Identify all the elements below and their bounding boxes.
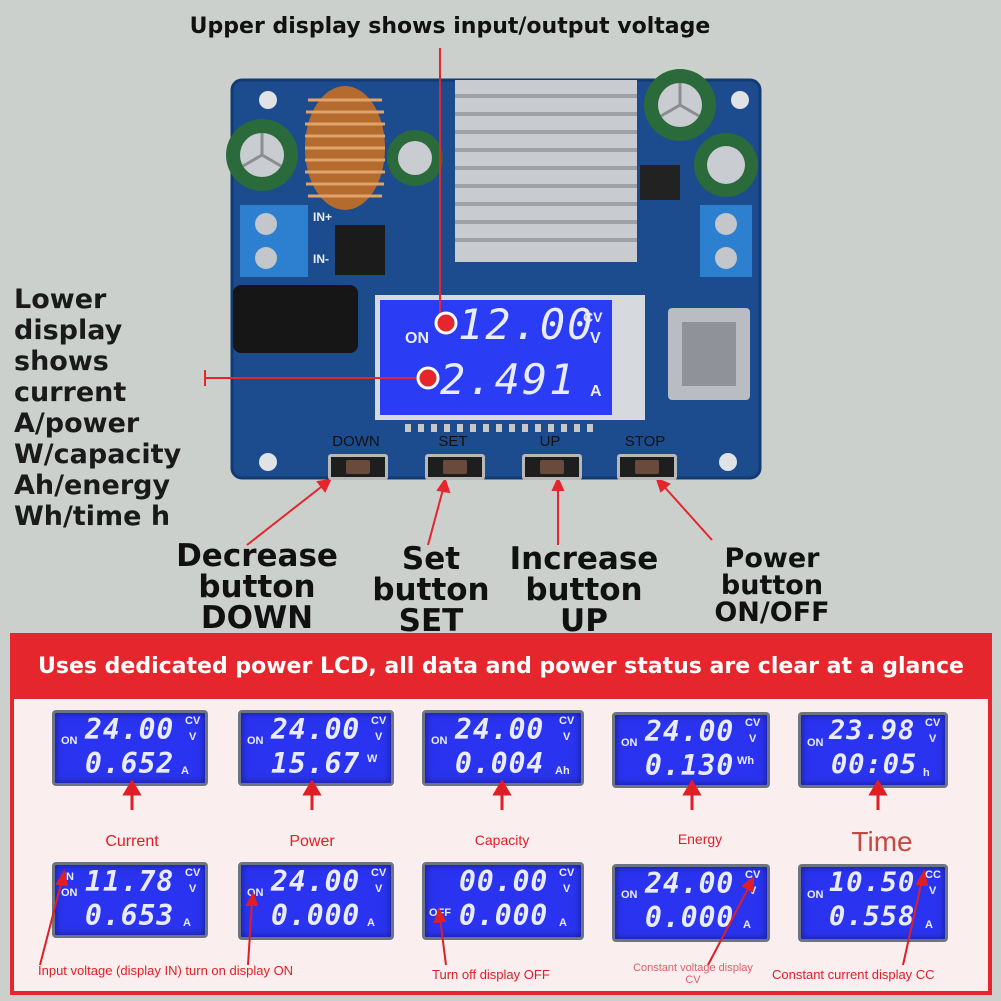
stop-button[interactable] — [617, 454, 677, 480]
set-label: Set button SET — [372, 541, 490, 639]
main-lcd-upper-value: 12.00 — [458, 300, 595, 349]
row2-arrows — [39, 869, 929, 966]
capacitor — [694, 133, 758, 197]
row1-arrows — [122, 780, 888, 810]
caption-power: Power — [289, 833, 335, 850]
board-illustration — [204, 48, 762, 546]
down-caption: DOWN — [332, 433, 380, 450]
caption-cc: Constant current display CC — [772, 967, 935, 982]
lcd-cv-display: ON 24.00 CV V 0.000 A — [612, 864, 770, 942]
capacitor — [644, 69, 716, 141]
lcd-energy: ON 24.00 CV V 0.130 Wh — [612, 712, 770, 788]
terminal-in-plus: IN+ — [313, 210, 333, 224]
mount-hole — [719, 453, 737, 471]
down-button[interactable] — [328, 454, 388, 480]
lower-display-label: Lower display shows current A/power W/ca… — [14, 284, 182, 532]
mount-hole — [259, 91, 277, 109]
lcd-time: ON 23.98 CV V 00:05 h — [798, 712, 948, 788]
increase-label: Increase button UP — [509, 541, 659, 639]
main-lcd-on: ON — [405, 330, 429, 347]
lcd-on-display: ON 24.00 CV V 0.000 A — [238, 862, 394, 940]
top-title: Upper display shows input/output voltage — [189, 14, 711, 39]
heatsink — [455, 80, 637, 262]
regulator-ic — [335, 225, 385, 275]
caption-capacity: Capacity — [474, 832, 530, 848]
up-button[interactable] — [522, 454, 582, 480]
caption-off: Turn off display OFF — [432, 967, 550, 982]
power-label: Power button ON/OFF — [714, 543, 830, 628]
main-lcd — [380, 300, 612, 415]
mosfet — [640, 165, 680, 200]
capacitor — [226, 119, 298, 191]
main-lcd-lower-value: 2.491 — [440, 355, 577, 404]
caption-current: Current — [105, 833, 159, 850]
caption-energy: Energy — [677, 831, 723, 847]
caption-cv: Constant voltage display CV — [633, 962, 753, 986]
mount-hole — [731, 91, 749, 109]
lcd-input-voltage: IN ON 11.78 CV V 0.653 A — [52, 862, 208, 938]
main-lcd-cv: CV — [583, 309, 603, 325]
lcd-cc-display: ON 10.50 CC V 0.558 A — [798, 864, 948, 942]
lcd-power: ON 24.00 CV V 15.67 W — [238, 710, 394, 786]
stop-caption: STOP — [624, 433, 666, 450]
set-caption: SET — [438, 433, 468, 450]
set-button[interactable] — [425, 454, 485, 480]
decrease-label: Decrease button DOWN — [176, 538, 338, 636]
capacitor — [387, 130, 443, 186]
dc-jack — [233, 285, 358, 353]
lcd-off-display: OFF 00.00 CV V 0.000 A — [422, 862, 584, 940]
mount-hole — [259, 453, 277, 471]
main-lcd-a: A — [590, 383, 602, 400]
lcd-current: ON 24.00 CV V 0.652 A — [52, 710, 208, 786]
banner-text: Uses dedicated power LCD, all data and p… — [38, 654, 964, 679]
pointer-dot-upper — [434, 311, 458, 335]
lcd-capacity: ON 24.00 CV V 0.004 Ah — [422, 710, 584, 786]
up-caption: UP — [539, 433, 561, 450]
main-lcd-v: V — [590, 330, 601, 347]
caption-time: Time — [851, 826, 913, 857]
pointer-dot-lower — [416, 366, 440, 390]
caption-in-on: Input voltage (display IN) turn on displ… — [38, 963, 294, 978]
input-terminal — [240, 205, 308, 277]
banner — [14, 637, 988, 699]
terminal-in-minus: IN- — [313, 252, 329, 266]
